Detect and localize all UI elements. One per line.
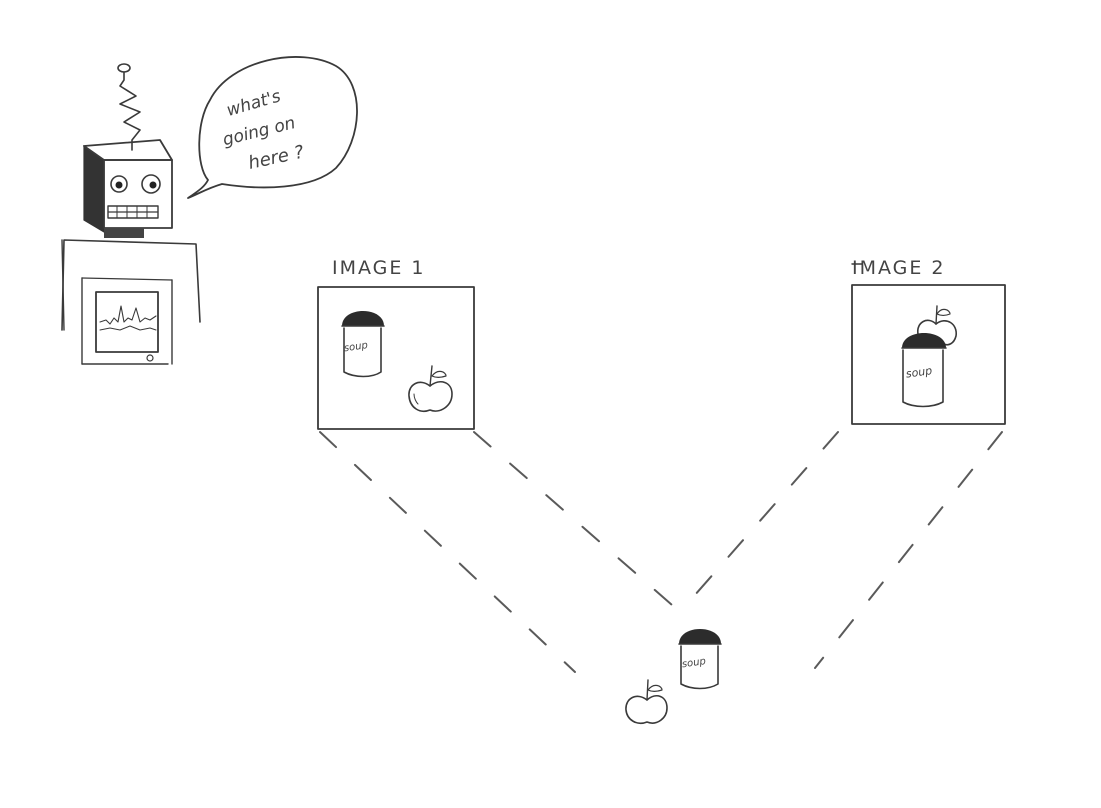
image-2-soup-can: soup [901, 333, 947, 408]
scene-can-label: soup [681, 656, 706, 670]
scene-apple [625, 679, 668, 725]
robot-neck [104, 228, 144, 238]
robot-right-eye [141, 174, 161, 194]
image-1-label: IMAGE 1 [332, 257, 426, 279]
robot-mouth [107, 205, 159, 219]
image-1-frame: IMAGE 1 soup [317, 257, 475, 430]
robot [61, 63, 201, 365]
projection-line-image1-right [473, 431, 681, 613]
projection-line-image2-left [679, 431, 839, 613]
projection-line-image2-right [814, 431, 1003, 669]
image-2-apple [917, 305, 957, 346]
speech-bubble-text-line-3: here ? [246, 142, 306, 174]
robot-screen [95, 291, 159, 353]
robot-antenna [117, 63, 141, 151]
speech-bubble: what's going on here ? [187, 56, 358, 199]
image-1-soup-can: soup [341, 311, 385, 378]
image-2-frame: IMAGE 2 soup [851, 257, 1006, 425]
image-2-can-label: soup [905, 364, 933, 381]
projection-line-image1-left [319, 431, 576, 673]
image-2-label: IMAGE 2 [852, 257, 946, 279]
projection-lines [319, 431, 1003, 673]
image-1-apple [408, 365, 453, 412]
image-1-can-label: soup [343, 340, 368, 354]
robot-head [83, 139, 173, 234]
robot-body [61, 239, 201, 365]
robot-left-eye [110, 175, 128, 193]
speech-bubble-text-line-1: what's [224, 86, 283, 121]
scene-soup-can: soup [678, 629, 722, 690]
